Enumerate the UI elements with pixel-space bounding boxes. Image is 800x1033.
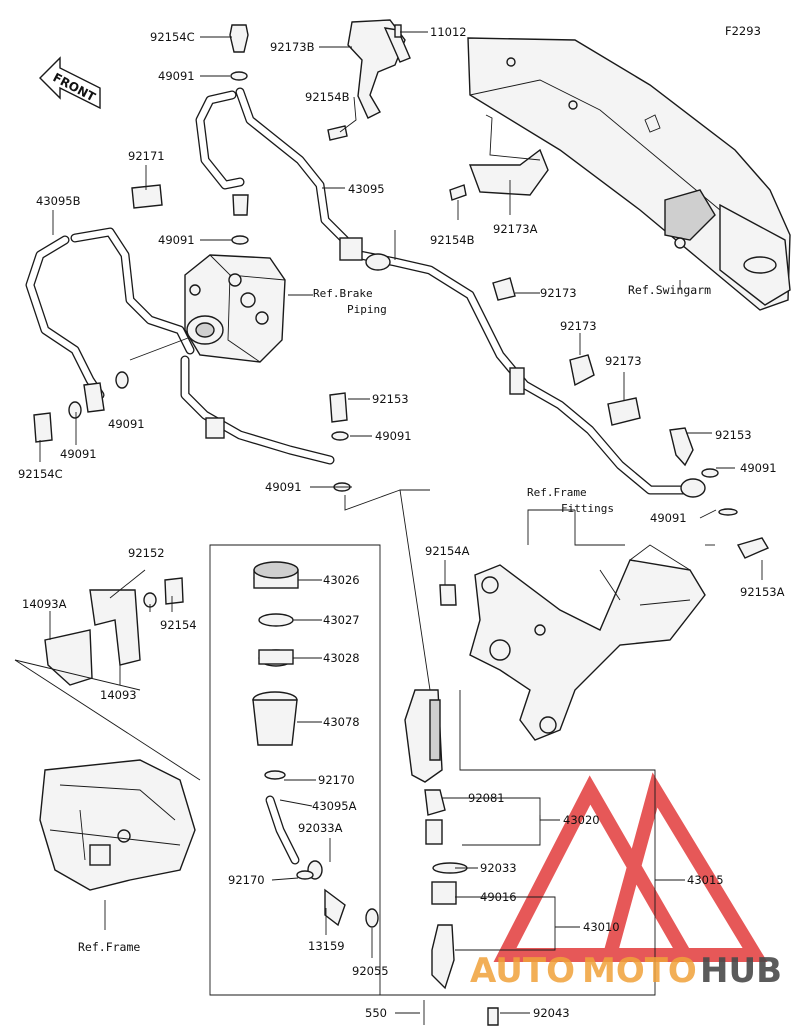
part-label-92055: 92055 [352, 964, 389, 978]
part-label-92173-c: 92173 [605, 354, 642, 368]
part-label-92173-a: 92173 [540, 286, 577, 300]
part-label-92153-mid: 92153 [372, 392, 409, 406]
part-label-43015: 43015 [687, 873, 724, 887]
part-label-43026: 43026 [323, 573, 360, 587]
swingarm-drawing [467, 37, 791, 311]
part-label-92154A: 92154A [425, 544, 470, 558]
part-label-43028: 43028 [323, 651, 360, 665]
part-label-550: 550 [365, 1006, 387, 1020]
part-label-92170-top: 92170 [318, 773, 355, 787]
part-label-43010: 43010 [583, 920, 620, 934]
part-label-49091-mid: 49091 [158, 233, 195, 247]
part-label-49091-right: 49091 [740, 461, 777, 475]
part-label-11012: 11012 [430, 25, 467, 39]
part-label-49091-mid2: 49091 [375, 429, 412, 443]
part-label-92171: 92171 [128, 149, 165, 163]
part-label-92154B-lower: 92154B [430, 233, 475, 247]
watermark-text-hub: HUB [700, 951, 782, 991]
part-label-49091-low: 49091 [265, 480, 302, 494]
part-label-92081: 92081 [468, 791, 505, 805]
master-cylinder [404, 689, 499, 1026]
part-label-49091-left2: 49091 [60, 447, 97, 461]
fasteners [33, 24, 770, 608]
part-label-43020: 43020 [563, 813, 600, 827]
reservoir-assembly [252, 561, 379, 928]
part-label-43095: 43095 [348, 182, 385, 196]
ref-label-swingarm: Ref.Swingarm [628, 283, 711, 297]
part-label-14093A: 14093A [22, 597, 67, 611]
part-label-49091-top: 49091 [158, 69, 195, 83]
part-label-43095A: 43095A [312, 799, 357, 813]
leader-lines [39, 31, 763, 1014]
figure-id: F2293 [725, 24, 761, 38]
watermark-text: AUTO MOTO HUB [470, 951, 782, 991]
abs-unit [184, 254, 286, 363]
part-label-92152: 92152 [128, 546, 165, 560]
part-label-49091-right2: 49091 [650, 511, 687, 525]
part-label-92154: 92154 [160, 618, 197, 632]
part-label-43027: 43027 [323, 613, 360, 627]
part-label-92170-low: 92170 [228, 873, 265, 887]
part-label-92173A: 92173A [493, 222, 538, 236]
watermark-logo [493, 772, 768, 962]
ref-label-frame: Ref.Frame [78, 940, 140, 954]
frame-drawing [39, 759, 196, 891]
part-label-49091-left: 49091 [108, 417, 145, 431]
part-label-13159: 13159 [308, 939, 345, 953]
part-label-92173B: 92173B [270, 40, 315, 54]
part-label-92154C-top: 92154C [150, 30, 195, 44]
watermark-text-auto: AUTO [470, 951, 575, 991]
part-label-92173-b: 92173 [560, 319, 597, 333]
part-label-49016: 49016 [480, 890, 517, 904]
frame-fitting [469, 544, 706, 741]
part-label-92153A: 92153A [740, 585, 785, 599]
part-label-92033A: 92033A [298, 821, 343, 835]
part-label-43095B: 43095B [36, 194, 81, 208]
part-label-14093: 14093 [100, 688, 137, 702]
part-label-43078: 43078 [323, 715, 360, 729]
group-outlines [14, 489, 715, 996]
part-label-92043: 92043 [533, 1006, 570, 1020]
watermark-text-moto: MOTO [582, 951, 697, 991]
part-labels: F2293 92154C 92173B 11012 49091 92154B 9… [18, 24, 785, 1020]
hose-brackets [347, 19, 549, 196]
part-label-92033: 92033 [480, 861, 517, 875]
part-label-92154C-left: 92154C [18, 467, 63, 481]
watermark-triangle-left [493, 775, 698, 962]
brake-hoses [25, 87, 706, 498]
part-label-92153-right: 92153 [715, 428, 752, 442]
clamp-assembly [44, 589, 141, 686]
part-label-92154B-upper: 92154B [305, 90, 350, 104]
front-arrow: FRONT [39, 56, 101, 110]
